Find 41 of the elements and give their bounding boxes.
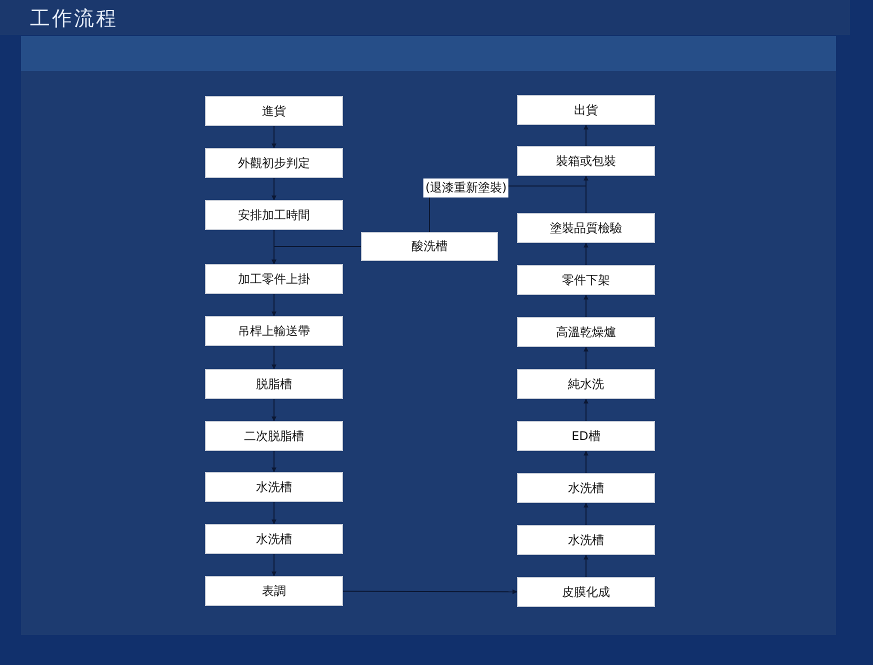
- arrow: [272, 554, 276, 576]
- arrow: [584, 450, 588, 474]
- arrow: [584, 242, 588, 266]
- process-box: 脱脂槽: [205, 369, 343, 399]
- process-box: 水洗槽: [205, 524, 343, 554]
- arrow: [342, 589, 518, 594]
- process-box: 水洗槽: [205, 472, 343, 502]
- arrow: [584, 554, 588, 578]
- process-box: 裝箱或包裝: [517, 146, 655, 176]
- process-box: 水洗槽: [517, 525, 655, 555]
- process-box: 塗裝品質檢驗: [517, 213, 655, 243]
- process-box: 水洗槽: [517, 473, 655, 503]
- process-box: 零件下架: [517, 265, 655, 295]
- arrow: [272, 346, 276, 370]
- process-box: 出貨: [517, 95, 655, 125]
- arrow: [584, 398, 588, 422]
- arrow: [272, 450, 276, 472]
- arrow: [272, 246, 362, 264]
- edge-label: (退漆重新塗裝): [423, 178, 509, 198]
- arrow: [584, 124, 588, 146]
- arrow: [272, 294, 276, 316]
- arrow: [272, 178, 276, 200]
- process-box: ED槽: [517, 421, 655, 451]
- process-box: 純水洗: [517, 369, 655, 399]
- arrow: [584, 502, 588, 526]
- arrow: [272, 398, 276, 422]
- process-box: 皮膜化成: [517, 577, 655, 607]
- arrow: [584, 294, 588, 318]
- process-box: 加工零件上掛: [205, 264, 343, 294]
- process-box: 外觀初步判定: [205, 148, 343, 178]
- process-box: 表調: [205, 576, 343, 606]
- process-box: 安排加工時間: [205, 200, 343, 230]
- process-box: 高溫乾燥爐: [517, 317, 655, 347]
- arrow: [584, 346, 588, 370]
- process-box: 吊桿上輸送帶: [205, 316, 343, 346]
- process-box: 酸洗槽: [361, 232, 498, 261]
- arrow: [272, 126, 276, 148]
- arrow: [272, 502, 276, 524]
- process-box: 進貨: [205, 96, 343, 126]
- page-title: 工作流程: [30, 5, 118, 32]
- process-box: 二次脱脂槽: [205, 421, 343, 451]
